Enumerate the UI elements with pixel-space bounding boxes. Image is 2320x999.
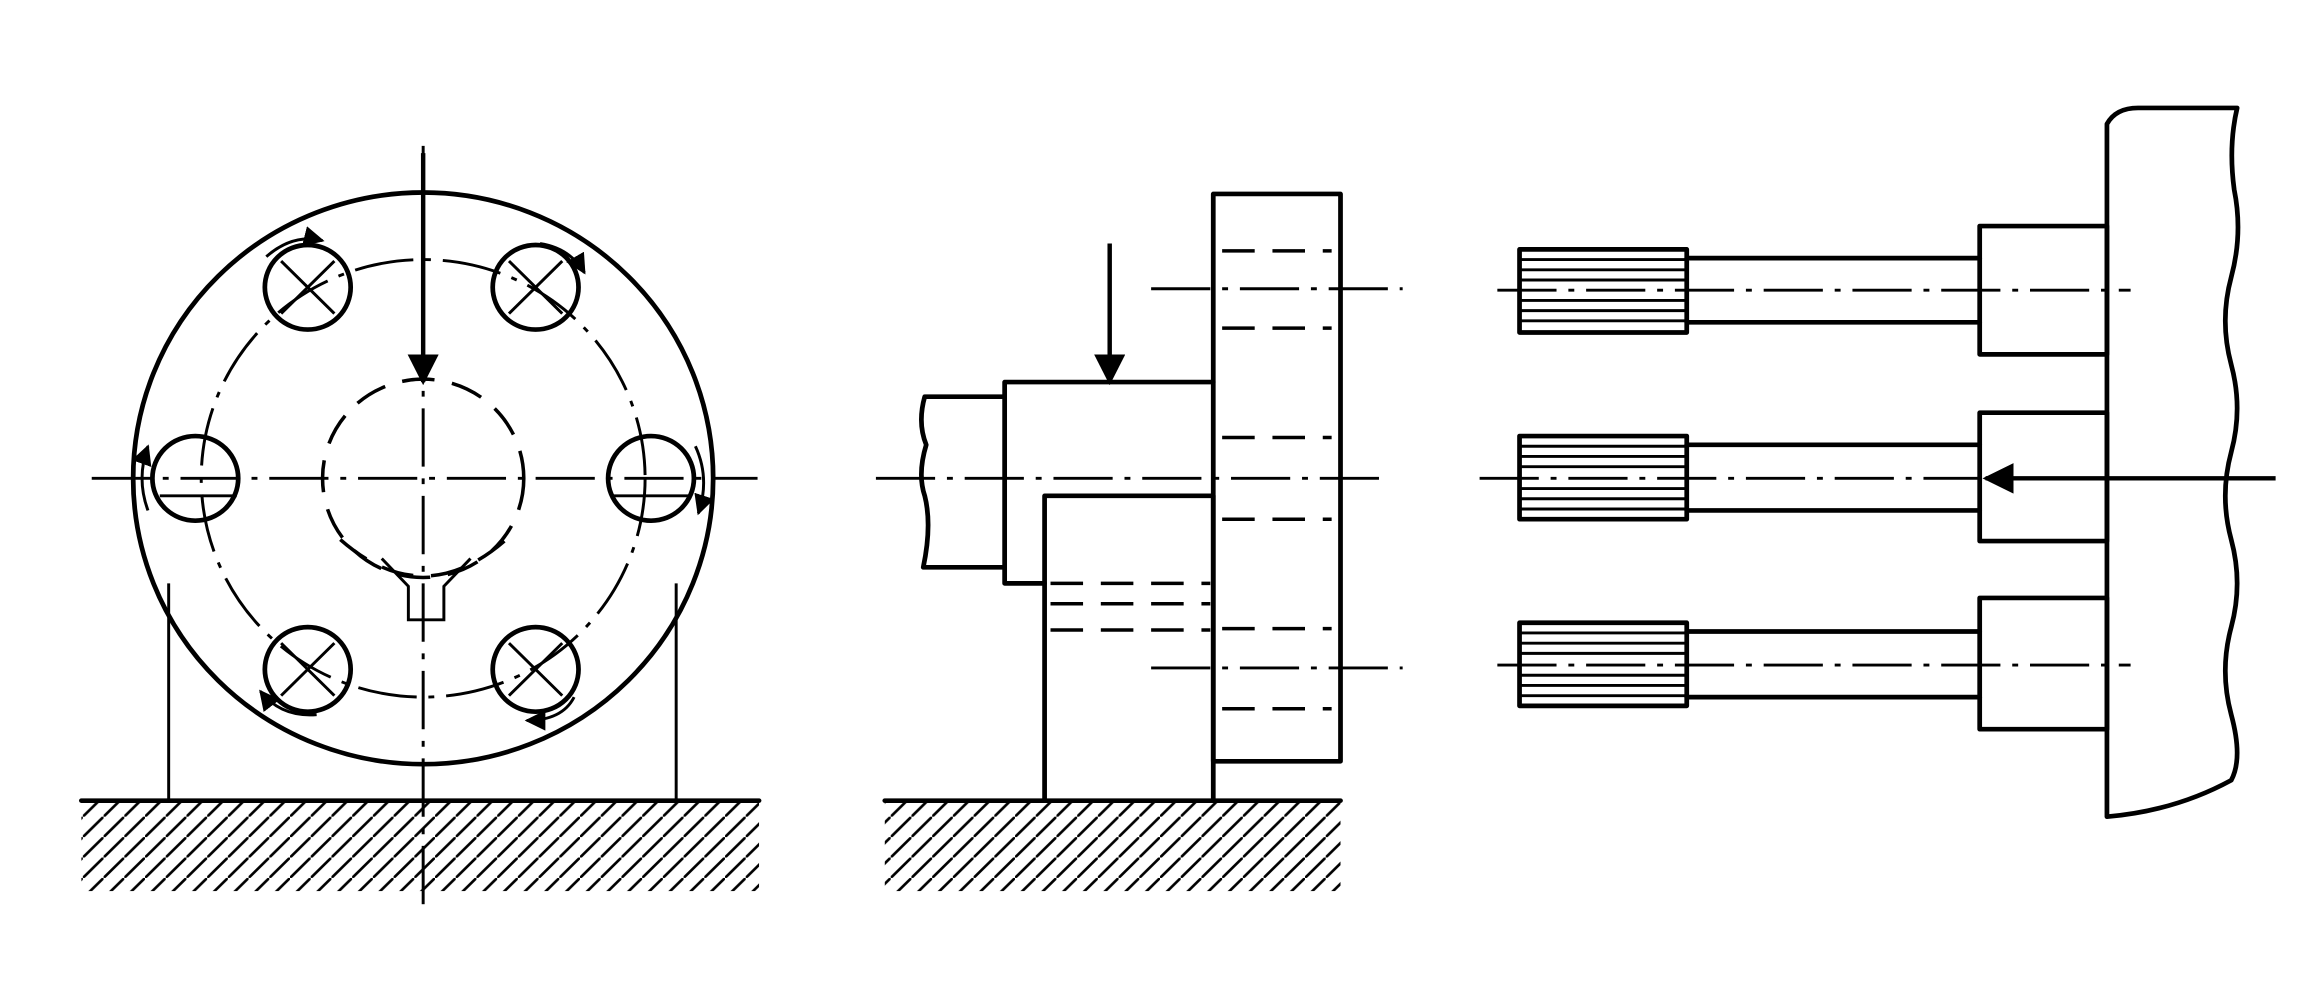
spindle <box>1497 595 2131 732</box>
spindle <box>1497 223 2131 357</box>
hidden-holes-plate <box>1050 249 1332 711</box>
ground-hatching-left <box>79 798 762 892</box>
front-view-flange <box>79 145 762 916</box>
bolt-hole <box>259 624 354 717</box>
bolt-hole <box>131 433 241 523</box>
bolt-hole <box>605 433 715 523</box>
bolt-hole <box>262 226 354 332</box>
support-block <box>1042 493 1216 803</box>
side-view-flange <box>875 191 1403 892</box>
bolt-hole <box>490 242 586 332</box>
ground-hatching-middle <box>882 798 1343 892</box>
bolt-hole <box>490 624 581 731</box>
hub <box>1002 379 1216 586</box>
spindle <box>1479 410 2110 544</box>
machine-head <box>2104 105 2241 820</box>
drilling-tools-view <box>1479 105 2276 820</box>
hidden-keyway <box>339 538 508 622</box>
shaft <box>919 394 1008 570</box>
